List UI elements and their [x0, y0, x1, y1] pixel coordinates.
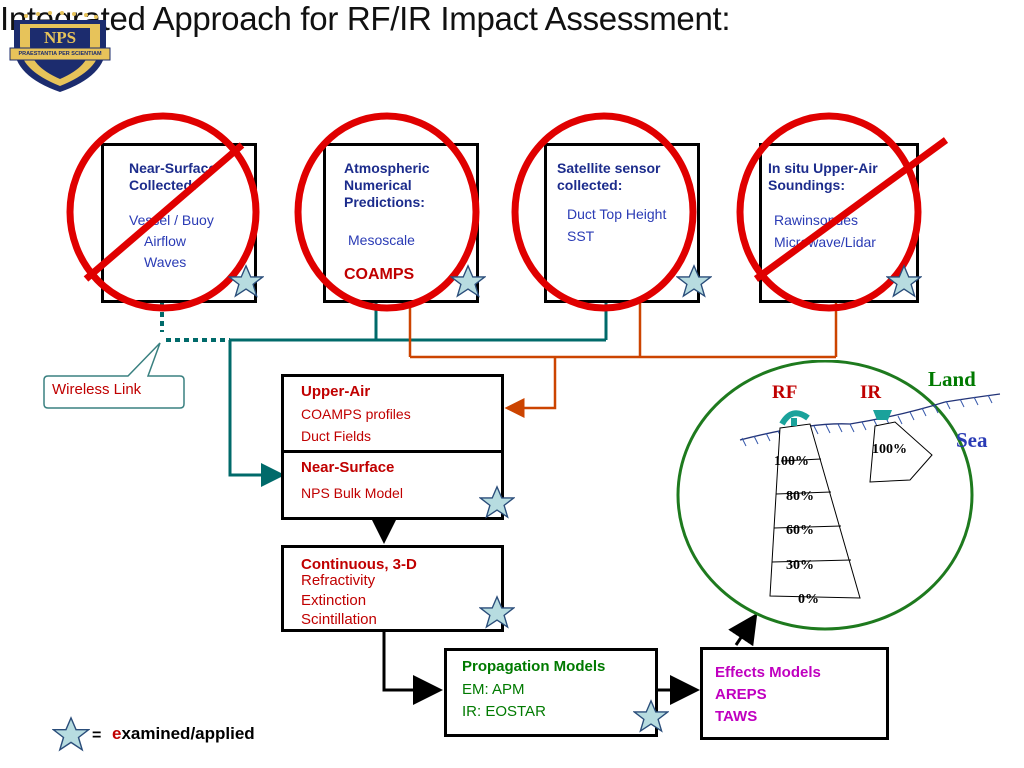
land-label: Land	[928, 367, 976, 391]
rf-level-100: 100%	[774, 454, 809, 469]
continuous-line-2: Extinction	[301, 592, 367, 609]
upper-air-line-2: Duct Fields	[301, 428, 372, 444]
page-title: Integrated Approach for RF/IR Impact Ass…	[0, 0, 731, 37]
rf-level-30: 30%	[786, 558, 814, 573]
rf-ir-inset: Land Sea RF IR 100% 100% 80% 60% 30% 0%	[670, 359, 1020, 640]
crossout-circle-near-surface	[66, 112, 260, 312]
effects-models-box: Effects Models AREPS TAWS	[700, 647, 889, 740]
legend-first-letter: e	[112, 724, 122, 743]
ir-label: IR	[860, 382, 882, 403]
atmospheric-line-1: Mesoscale	[348, 232, 415, 248]
sea-label: Sea	[956, 428, 988, 452]
atmospheric-heading: Atmospheric Numerical Predictions:	[344, 160, 430, 210]
in-situ-heading: In situ Upper-Air Soundings:	[768, 160, 878, 193]
star-icon	[886, 265, 922, 297]
upper-air-heading: Upper-Air	[301, 383, 371, 400]
upper-air-line-1: COAMPS profiles	[301, 406, 411, 422]
wireless-link-label: Wireless Link	[52, 381, 142, 398]
star-icon	[479, 596, 515, 628]
continuous-line-1: Refractivity	[301, 572, 376, 589]
near-surface-model-heading: Near-Surface	[301, 459, 395, 476]
rf-level-80: 80%	[786, 489, 814, 504]
near-surface-line-3: Waves	[144, 254, 187, 270]
star-icon	[633, 700, 669, 732]
star-icon	[479, 486, 515, 518]
crossout-slash-near-surface	[83, 142, 245, 282]
near-surface-model-line-1: NPS Bulk Model	[301, 485, 403, 501]
satellite-line-2: SST	[567, 228, 595, 244]
rf-label: RF	[772, 382, 798, 403]
ir-level-label: 100%	[872, 442, 907, 457]
crossout-circle-in-situ	[736, 112, 922, 312]
legend-rest: xamined/applied	[121, 724, 255, 743]
crossout-slash-in-situ	[753, 137, 949, 282]
legend-text: examined/applied	[112, 724, 255, 744]
continuous-3d-box: Continuous, 3-D Refractivity Extinction …	[281, 545, 504, 632]
propagation-models-box: Propagation Models EM: APM IR: EOSTAR	[444, 648, 658, 737]
source-box-satellite: Satellite sensor collected: Duct Top Hei…	[544, 143, 700, 303]
star-icon	[676, 265, 712, 297]
logo-text: NPS	[43, 28, 77, 47]
propagation-line-2: IR: EOSTAR	[462, 703, 546, 720]
effects-line-2: TAWS	[715, 708, 758, 725]
propagation-heading: Propagation Models	[462, 658, 606, 675]
rf-level-0: 0%	[798, 592, 819, 607]
near-surface-model-box: Near-Surface NPS Bulk Model	[281, 450, 504, 520]
circle-atmospheric	[294, 112, 480, 312]
continuous-line-3: Scintillation	[301, 611, 377, 628]
continuous-heading: Continuous, 3-D	[301, 556, 417, 573]
satellite-line-1: Duct Top Height	[567, 206, 667, 222]
propagation-line-1: EM: APM	[462, 681, 525, 698]
near-surface-line-2: Airflow	[144, 233, 187, 249]
legend-equals: =	[92, 727, 102, 744]
effects-line-1: AREPS	[715, 686, 767, 703]
legend-star-icon	[52, 717, 90, 751]
near-surface-heading: Near-Surface Collected:	[129, 160, 217, 193]
circle-satellite	[511, 112, 697, 312]
rf-level-60: 60%	[786, 523, 814, 538]
satellite-heading: Satellite sensor collected:	[557, 160, 661, 193]
effects-heading: Effects Models	[715, 664, 821, 681]
atmospheric-highlight: COAMPS	[344, 266, 415, 283]
logo-motto: PRAESTANTIA PER SCIENTIAM	[18, 51, 102, 57]
nps-logo: NPS PRAESTANTIA PER SCIENTIAM	[6, 6, 114, 94]
